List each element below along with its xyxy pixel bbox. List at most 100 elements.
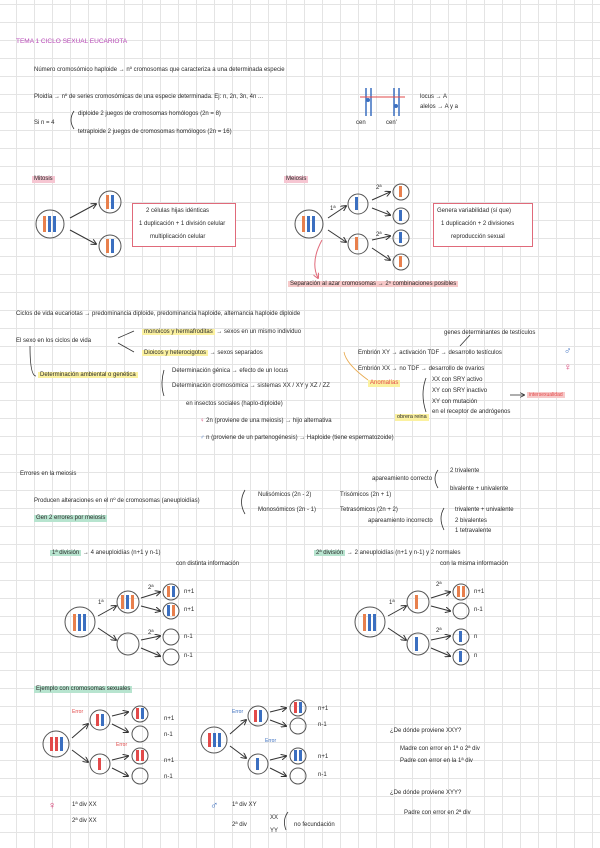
sex-female-symbol: ♀ — [48, 800, 57, 812]
male-symbol: ♂ — [564, 346, 572, 357]
errores-producen: Producen alteraciones en el nº de cromos… — [34, 498, 200, 504]
ciclos-genica: Determinación génica → efecto de un locu… — [172, 368, 289, 374]
mitosis-diagram — [35, 190, 122, 258]
sex-q2: ¿De dónde proviene XYY? — [390, 790, 462, 796]
sex-xx: XX — [270, 815, 279, 821]
errores-c2: bivalente + univalente — [450, 486, 509, 492]
mitosis-box — [132, 203, 236, 247]
errores-tri: Trisómicos (2n + 1) — [340, 492, 392, 498]
d1-first-a: 2ª — [148, 585, 154, 591]
sex-female-diagram — [42, 705, 149, 785]
d1-lab2: n+1 — [184, 607, 195, 613]
ciclos-genes: genes determinantes de testículos — [444, 330, 536, 336]
ciclos-obrera: obrera reina — [395, 414, 429, 421]
mitosis-box-1: 2 células hijas idénticas — [146, 208, 210, 214]
errores-c1: 2 trivalente — [450, 468, 480, 474]
d2-lab4: n — [474, 653, 478, 659]
sex-error-m1: Error — [232, 709, 244, 715]
d2-second-a: 2ª — [436, 582, 442, 588]
centromere-sketch — [365, 88, 400, 116]
sex-yy: YY — [270, 828, 279, 834]
meiosis-box-3: reproducción sexual — [451, 234, 505, 240]
ciclos-fem: ♀ 2n (proviene de una meiosis) → hijo al… — [200, 418, 332, 424]
div2-diagram — [354, 583, 470, 666]
sex-nofec: no fecundación — [294, 822, 335, 828]
d2-lab2: n-1 — [474, 607, 483, 613]
sex-male-diagram — [200, 699, 307, 785]
ciclos-insectos: en insectos sociales (haplo-diploide) — [186, 401, 283, 407]
meiosis-sep: Separación al azar cromosomas → 2ⁿ combi… — [288, 281, 459, 287]
sex-masc-2: 2ª div — [232, 822, 247, 828]
d1-lab3: n-1 — [184, 634, 193, 640]
div1-diagram — [64, 583, 180, 666]
intro-locus: locus → A — [420, 94, 448, 100]
ciclos-embrion-xy: Embrión XY → activación TDF → desarrollo… — [358, 350, 502, 356]
errores-nuli: Nulisómicos (2n - 2) — [258, 492, 312, 498]
intro-diploid: diploide 2 juegos de cromosomas homólogo… — [78, 111, 221, 117]
ciclos-inter: intersexualidad — [527, 392, 565, 398]
d1-lab1: n+1 — [184, 589, 195, 595]
mitosis-box-3: multiplicación celular — [150, 234, 206, 240]
ciclos-line: Ciclos de vida eucariotas → predominanci… — [16, 311, 301, 317]
intro-si: Si n = 4 — [34, 120, 55, 126]
sm-lab4: n-1 — [318, 772, 327, 778]
sex-error-m2: Error — [265, 738, 277, 744]
page-title: TEMA 1 CICLO SEXUAL EUCARIOTA — [16, 38, 128, 45]
errores-tetra: Tetrasómicos (2n + 2) — [340, 507, 398, 513]
ciclos-monoicos: monoicos y hermafroditas → sexos en un m… — [142, 329, 302, 335]
d2-lab1: n+1 — [474, 589, 485, 595]
meiosis-diagram — [294, 183, 410, 278]
meiosis-box-2: 1 duplicación + 2 divisiones — [441, 221, 515, 227]
ciclos-an4: en el receptor de andrógenos — [432, 409, 511, 415]
meiosis-box-1: Genera variabilidad (sí que) — [437, 208, 512, 214]
sf-lab3: n+1 — [164, 758, 175, 764]
errores-i1: trivalente + univalente — [455, 507, 514, 513]
meiosis-div1: 1ª — [330, 206, 336, 212]
sex-fem-1: 1ª div XX — [72, 802, 97, 808]
ciclos-connectors — [29, 330, 524, 831]
sm-lab2: n-1 — [318, 722, 327, 728]
errores-gen: Gen 2 errores por meiosis — [34, 515, 108, 523]
sex-error-f1: Error — [72, 709, 84, 715]
div2-sub: con la misma información — [440, 561, 509, 567]
mitosis-title: Mitosis — [32, 176, 55, 184]
intro-cen: cen — [356, 120, 366, 126]
div1-sub: con distinta información — [176, 561, 240, 567]
ciclos-dioicos: Dioicos y heterocigotos → sexos separado… — [142, 350, 263, 356]
meiosis-div2-bot: 2ª — [376, 232, 382, 238]
ciclos-embrion-xx: Embrión XX → no TDF → desarrollo de ovar… — [358, 366, 485, 372]
intro-tetra: tetraploide 2 juegos de cromosomas homól… — [78, 129, 232, 135]
sex-male-symbol: ♂ — [210, 800, 219, 812]
div2-title: 2ª división → 2 aneuploidías (n+1 y n-1)… — [314, 550, 461, 556]
sm-lab1: n+1 — [318, 706, 329, 712]
errores-i2: 2 bivalentes — [455, 518, 488, 524]
ciclos-ambiental: Determinación ambiental o genética — [38, 372, 138, 378]
sex-masc-1: 1ª div XY — [232, 802, 257, 808]
sex-title: Ejemplo con cromosomas sexuales — [34, 686, 133, 694]
ciclos-an1: XX con SRY activo — [432, 377, 483, 383]
ciclos-an2: XY con SRY inactivo — [432, 388, 488, 394]
errores-aparea-i: apareamiento incorrecto — [368, 518, 433, 524]
errores-title: Errores en la meiosis — [20, 471, 77, 477]
sf-lab2: n-1 — [164, 732, 173, 738]
intro-line1: Número cromosómico haploide → nº cromoso… — [34, 67, 285, 73]
d2-second-b: 2ª — [436, 628, 442, 634]
d1-lab4: n-1 — [184, 653, 193, 659]
d1-first-b: 2ª — [148, 630, 154, 636]
div1-title: 1ª división → 4 aneuploidías (n+1 y n-1) — [50, 550, 161, 556]
mitosis-box-2: 1 duplicación + 1 división celular — [139, 221, 226, 227]
sex-a1: Madre con error en 1ª o 2ª div — [400, 746, 480, 752]
errores-aparea-c: apareamiento correcto — [372, 476, 433, 482]
sex-fem-2: 2ª div XX — [72, 818, 97, 824]
ciclos-masc: ♂ n (proviene de un partenogénesis) → Ha… — [200, 435, 394, 441]
meiosis-div2-top: 2ª — [376, 185, 382, 191]
meiosis-box — [433, 203, 533, 247]
sex-a2: Padre con error en la 1ª div — [400, 758, 473, 764]
sf-lab1: n+1 — [164, 716, 175, 722]
d2-lab3: n — [474, 634, 478, 640]
sex-error-f2: Error — [116, 742, 128, 748]
ciclos-an3: XY con mutación — [432, 399, 478, 405]
sex-a3: Padre con error en 2ª div — [404, 810, 471, 816]
d1-first: 1ª — [98, 600, 104, 606]
